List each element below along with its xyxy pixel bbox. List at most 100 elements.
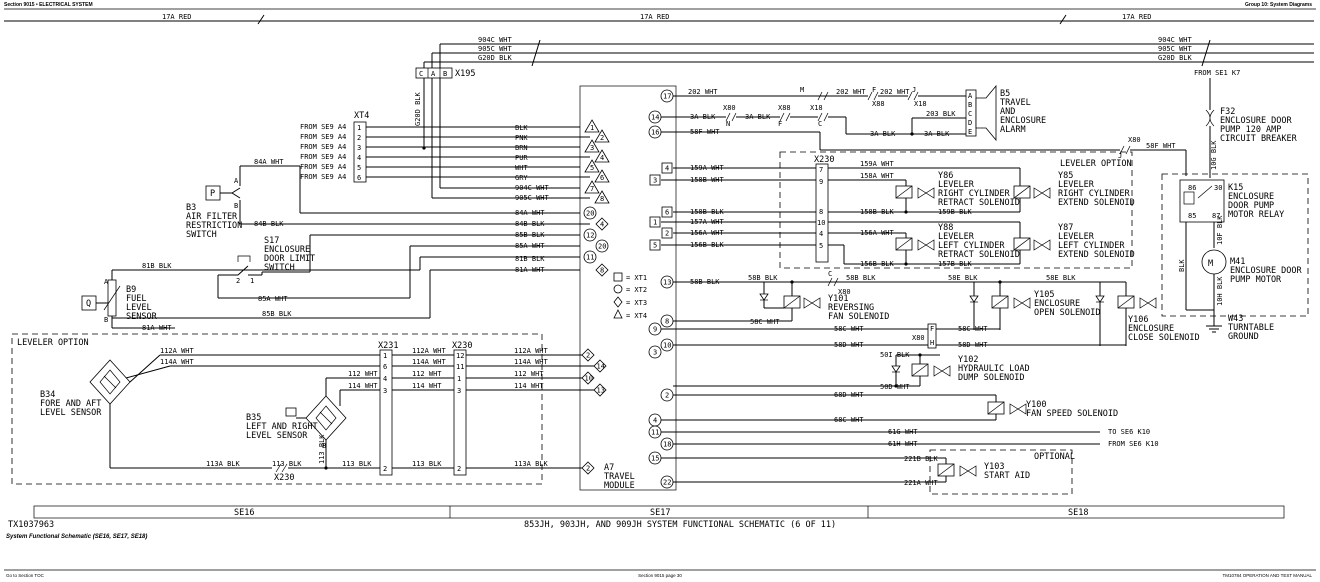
svg-text:FAN SOLENOID: FAN SOLENOID — [828, 312, 889, 322]
svg-text:113A BLK: 113A BLK — [206, 460, 241, 468]
svg-text:START AID: START AID — [984, 471, 1030, 481]
svg-text:DOOR PUMP: DOOR PUMP — [1228, 201, 1274, 211]
b5-alarm-circuit: 202 WHT M 202 WHT F X88 202 WHT J X18 3A… — [661, 84, 1046, 142]
svg-text:OPEN SOLENOID: OPEN SOLENOID — [1034, 308, 1101, 318]
svg-text:FROM SE9 A4: FROM SE9 A4 — [300, 153, 346, 161]
svg-text:3: 3 — [653, 349, 657, 357]
svg-text:202 WHT: 202 WHT — [836, 88, 866, 96]
svg-text:A: A — [431, 70, 436, 78]
svg-text:159B BLK: 159B BLK — [938, 208, 973, 216]
svg-text:C: C — [818, 120, 822, 128]
svg-text:PUMP MOTOR: PUMP MOTOR — [1230, 275, 1282, 285]
svg-text:7: 7 — [819, 166, 823, 174]
svg-text:2: 2 — [383, 465, 387, 473]
svg-text:905C WHT: 905C WHT — [478, 45, 513, 53]
svg-text:158B WHT: 158B WHT — [690, 176, 725, 184]
svg-text:LEVELER OPTION: LEVELER OPTION — [17, 338, 89, 348]
svg-text:85A WHT: 85A WHT — [258, 295, 288, 303]
svg-text:H: H — [930, 339, 934, 347]
svg-text:J: J — [912, 86, 916, 94]
svg-text:M: M — [1208, 259, 1213, 269]
svg-text:CLOSE SOLENOID: CLOSE SOLENOID — [1128, 333, 1200, 343]
svg-text:RETRACT SOLENOID: RETRACT SOLENOID — [938, 250, 1020, 260]
f32-k15-m41-section: FROM SE1 K7 10G BLK F32 ENCLOSURE DOOR P… — [1161, 69, 1309, 342]
svg-text:113A BLK: 113A BLK — [514, 460, 549, 468]
wire-17a-red: 17A RED 17A RED 17A RED — [4, 13, 1314, 25]
schematic-title: 853JH, 903JH, AND 909JH SYSTEM FUNCTIONA… — [524, 520, 836, 530]
k10-wires: 61G WHT TO SE6 K10 61H WHT FROM SE6 K10 — [661, 428, 1159, 448]
svg-text:113 BLK: 113 BLK — [272, 460, 302, 468]
a7-leveler-nodes: 2 14 10 13 2 — [581, 348, 607, 475]
svg-text:EXTEND SOLENOID: EXTEND SOLENOID — [1058, 198, 1135, 208]
svg-text:1: 1 — [357, 124, 361, 132]
svg-text:4: 4 — [653, 417, 657, 425]
svg-text:A: A — [104, 278, 109, 286]
svg-text:6: 6 — [600, 174, 604, 182]
svg-text:81B BLK: 81B BLK — [142, 262, 172, 270]
svg-text:EXTEND SOLENOID: EXTEND SOLENOID — [1058, 250, 1135, 260]
svg-text:Y106: Y106 — [1128, 315, 1148, 325]
b3-air-filter-switch: P A B B3 AIR FILTER RESTRICTION SWITCH — [186, 177, 242, 240]
terminal-xt4: XT4 1 2 3 4 5 6 FROM SE9 A4 FROM SE9 A4 … — [300, 111, 369, 183]
svg-text:X80: X80 — [723, 104, 736, 112]
svg-text:REVERSING: REVERSING — [828, 303, 874, 313]
a7-right-nodes: 17 14 16 4 3 6 1 2 5 13 8 9 10 3 2 4 11 … — [648, 89, 674, 489]
svg-text:DOOR LIMIT: DOOR LIMIT — [264, 254, 315, 264]
svg-text:17A RED: 17A RED — [162, 13, 192, 21]
svg-text:156A WHT: 156A WHT — [690, 229, 725, 237]
svg-text:2: 2 — [600, 134, 604, 142]
leveler-option-left: LEVELER OPTION B34 FORE AND AFT LEVEL SE… — [11, 333, 594, 485]
svg-text:18: 18 — [663, 441, 671, 449]
svg-text:FAN SPEED SOLENOID: FAN SPEED SOLENOID — [1026, 409, 1118, 419]
y103-start-aid: OPTIONAL 221B BLK 221A WHT Y103 START AI… — [661, 449, 1075, 495]
svg-text:11: 11 — [586, 254, 594, 262]
svg-text:E: E — [968, 128, 972, 136]
svg-text:B34: B34 — [40, 390, 55, 400]
svg-text:LEVELER OPTION: LEVELER OPTION — [1060, 159, 1132, 169]
svg-text:TO SE6 K10: TO SE6 K10 — [1108, 428, 1150, 436]
svg-text:BLK: BLK — [1178, 259, 1186, 272]
svg-text:4: 4 — [600, 221, 604, 229]
svg-text:10: 10 — [663, 342, 671, 350]
svg-text:10G BLK: 10G BLK — [1210, 140, 1218, 170]
svg-text:A7: A7 — [604, 463, 614, 473]
svg-text:SENSOR: SENSOR — [126, 312, 158, 322]
svg-text:RETRACT SOLENOID: RETRACT SOLENOID — [938, 198, 1020, 208]
svg-text:X80: X80 — [1128, 136, 1141, 144]
svg-text:M41: M41 — [1230, 257, 1245, 267]
connector-legend: = XT1 = XT2 = XT3 = XT4 — [613, 272, 647, 320]
svg-text:PUMP 120 AMP: PUMP 120 AMP — [1220, 125, 1281, 135]
svg-text:905C WHT: 905C WHT — [515, 194, 550, 202]
svg-text:904C WHT: 904C WHT — [1158, 36, 1193, 44]
toc-link[interactable]: Go to Section TOC — [6, 573, 45, 578]
svg-text:14: 14 — [651, 114, 659, 122]
svg-text:X80: X80 — [838, 288, 851, 296]
leveler-option-right: LEVELER OPTION X230 7 9 8 10 4 5 159A WH… — [661, 151, 1135, 269]
svg-text:B: B — [968, 101, 972, 109]
svg-text:3: 3 — [383, 387, 387, 395]
svg-text:11: 11 — [456, 363, 464, 371]
svg-text:8: 8 — [600, 195, 604, 203]
svg-text:1: 1 — [250, 277, 254, 285]
svg-text:4: 4 — [819, 230, 823, 238]
svg-text:ENCLOSURE: ENCLOSURE — [1034, 299, 1080, 309]
svg-text:J: J — [1118, 152, 1122, 160]
svg-text:905C WHT: 905C WHT — [1158, 45, 1193, 53]
svg-text:LEFT AND RIGHT: LEFT AND RIGHT — [246, 422, 318, 432]
svg-text:58C WHT: 58C WHT — [958, 325, 988, 333]
svg-text:221A WHT: 221A WHT — [904, 479, 939, 487]
svg-text:11: 11 — [651, 429, 659, 437]
svg-text:X88: X88 — [778, 104, 791, 112]
svg-text:= XT3: = XT3 — [626, 299, 647, 307]
svg-text:ENCLOSURE: ENCLOSURE — [1128, 324, 1174, 334]
svg-text:B35: B35 — [246, 413, 261, 423]
svg-text:SE17: SE17 — [650, 508, 670, 518]
svg-text:9: 9 — [653, 326, 657, 334]
svg-text:2: 2 — [236, 277, 240, 285]
svg-text:68C WHT: 68C WHT — [834, 416, 864, 424]
svg-text:20: 20 — [586, 210, 594, 218]
svg-text:LEFT CYLINDER: LEFT CYLINDER — [1058, 241, 1125, 251]
svg-text:ENCLOSURE DOOR: ENCLOSURE DOOR — [1230, 266, 1303, 276]
svg-text:20: 20 — [598, 243, 606, 251]
svg-text:PNK: PNK — [515, 134, 528, 142]
